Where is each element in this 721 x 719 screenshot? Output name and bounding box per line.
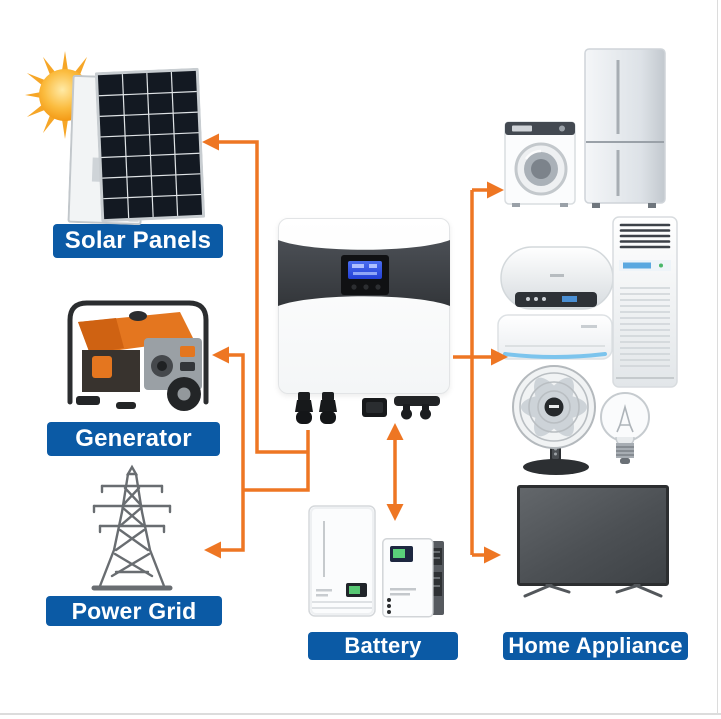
battery-label: Battery [308, 632, 458, 660]
inverter-connectors [295, 392, 440, 424]
home-appliance-label: Home Appliance [503, 632, 688, 660]
water-heater-icon [500, 246, 614, 310]
wall-ac-icon [497, 314, 613, 360]
power-grid-tower-icon [91, 464, 173, 591]
wire-solar-stub [243, 430, 310, 492]
tv-icon [517, 485, 669, 586]
fan-icon [512, 365, 596, 475]
refrigerator-icon [584, 48, 666, 208]
solar-panels-label: Solar Panels [53, 224, 223, 258]
generator-label: Generator [47, 422, 220, 456]
solar-panel-front-icon [94, 67, 206, 223]
battery-module-icon [382, 538, 444, 618]
arrowhead-to-grid [204, 541, 221, 559]
light-bulb-icon [600, 392, 650, 464]
inverter-lcd-digits2 [369, 264, 377, 268]
washing-machine-icon [504, 121, 576, 207]
battery-pack-icon [308, 505, 376, 617]
inverter-lcd-digits [352, 264, 364, 268]
tv-stand-feet [523, 584, 663, 598]
inverter-lcd-digits3 [353, 272, 377, 275]
generator-icon [67, 300, 209, 411]
arrowhead-battery-down [386, 504, 404, 521]
floor-ac-icon [612, 216, 678, 388]
arrowhead-to-tv [484, 546, 501, 564]
arrowhead-to-solar [202, 133, 219, 151]
inverter-buttons [351, 284, 381, 290]
arrowhead-to-washer-fridge [487, 181, 504, 199]
power-grid-label: Power Grid [46, 596, 222, 626]
right-edge-line [717, 0, 718, 714]
bottom-edge-line [0, 713, 721, 715]
